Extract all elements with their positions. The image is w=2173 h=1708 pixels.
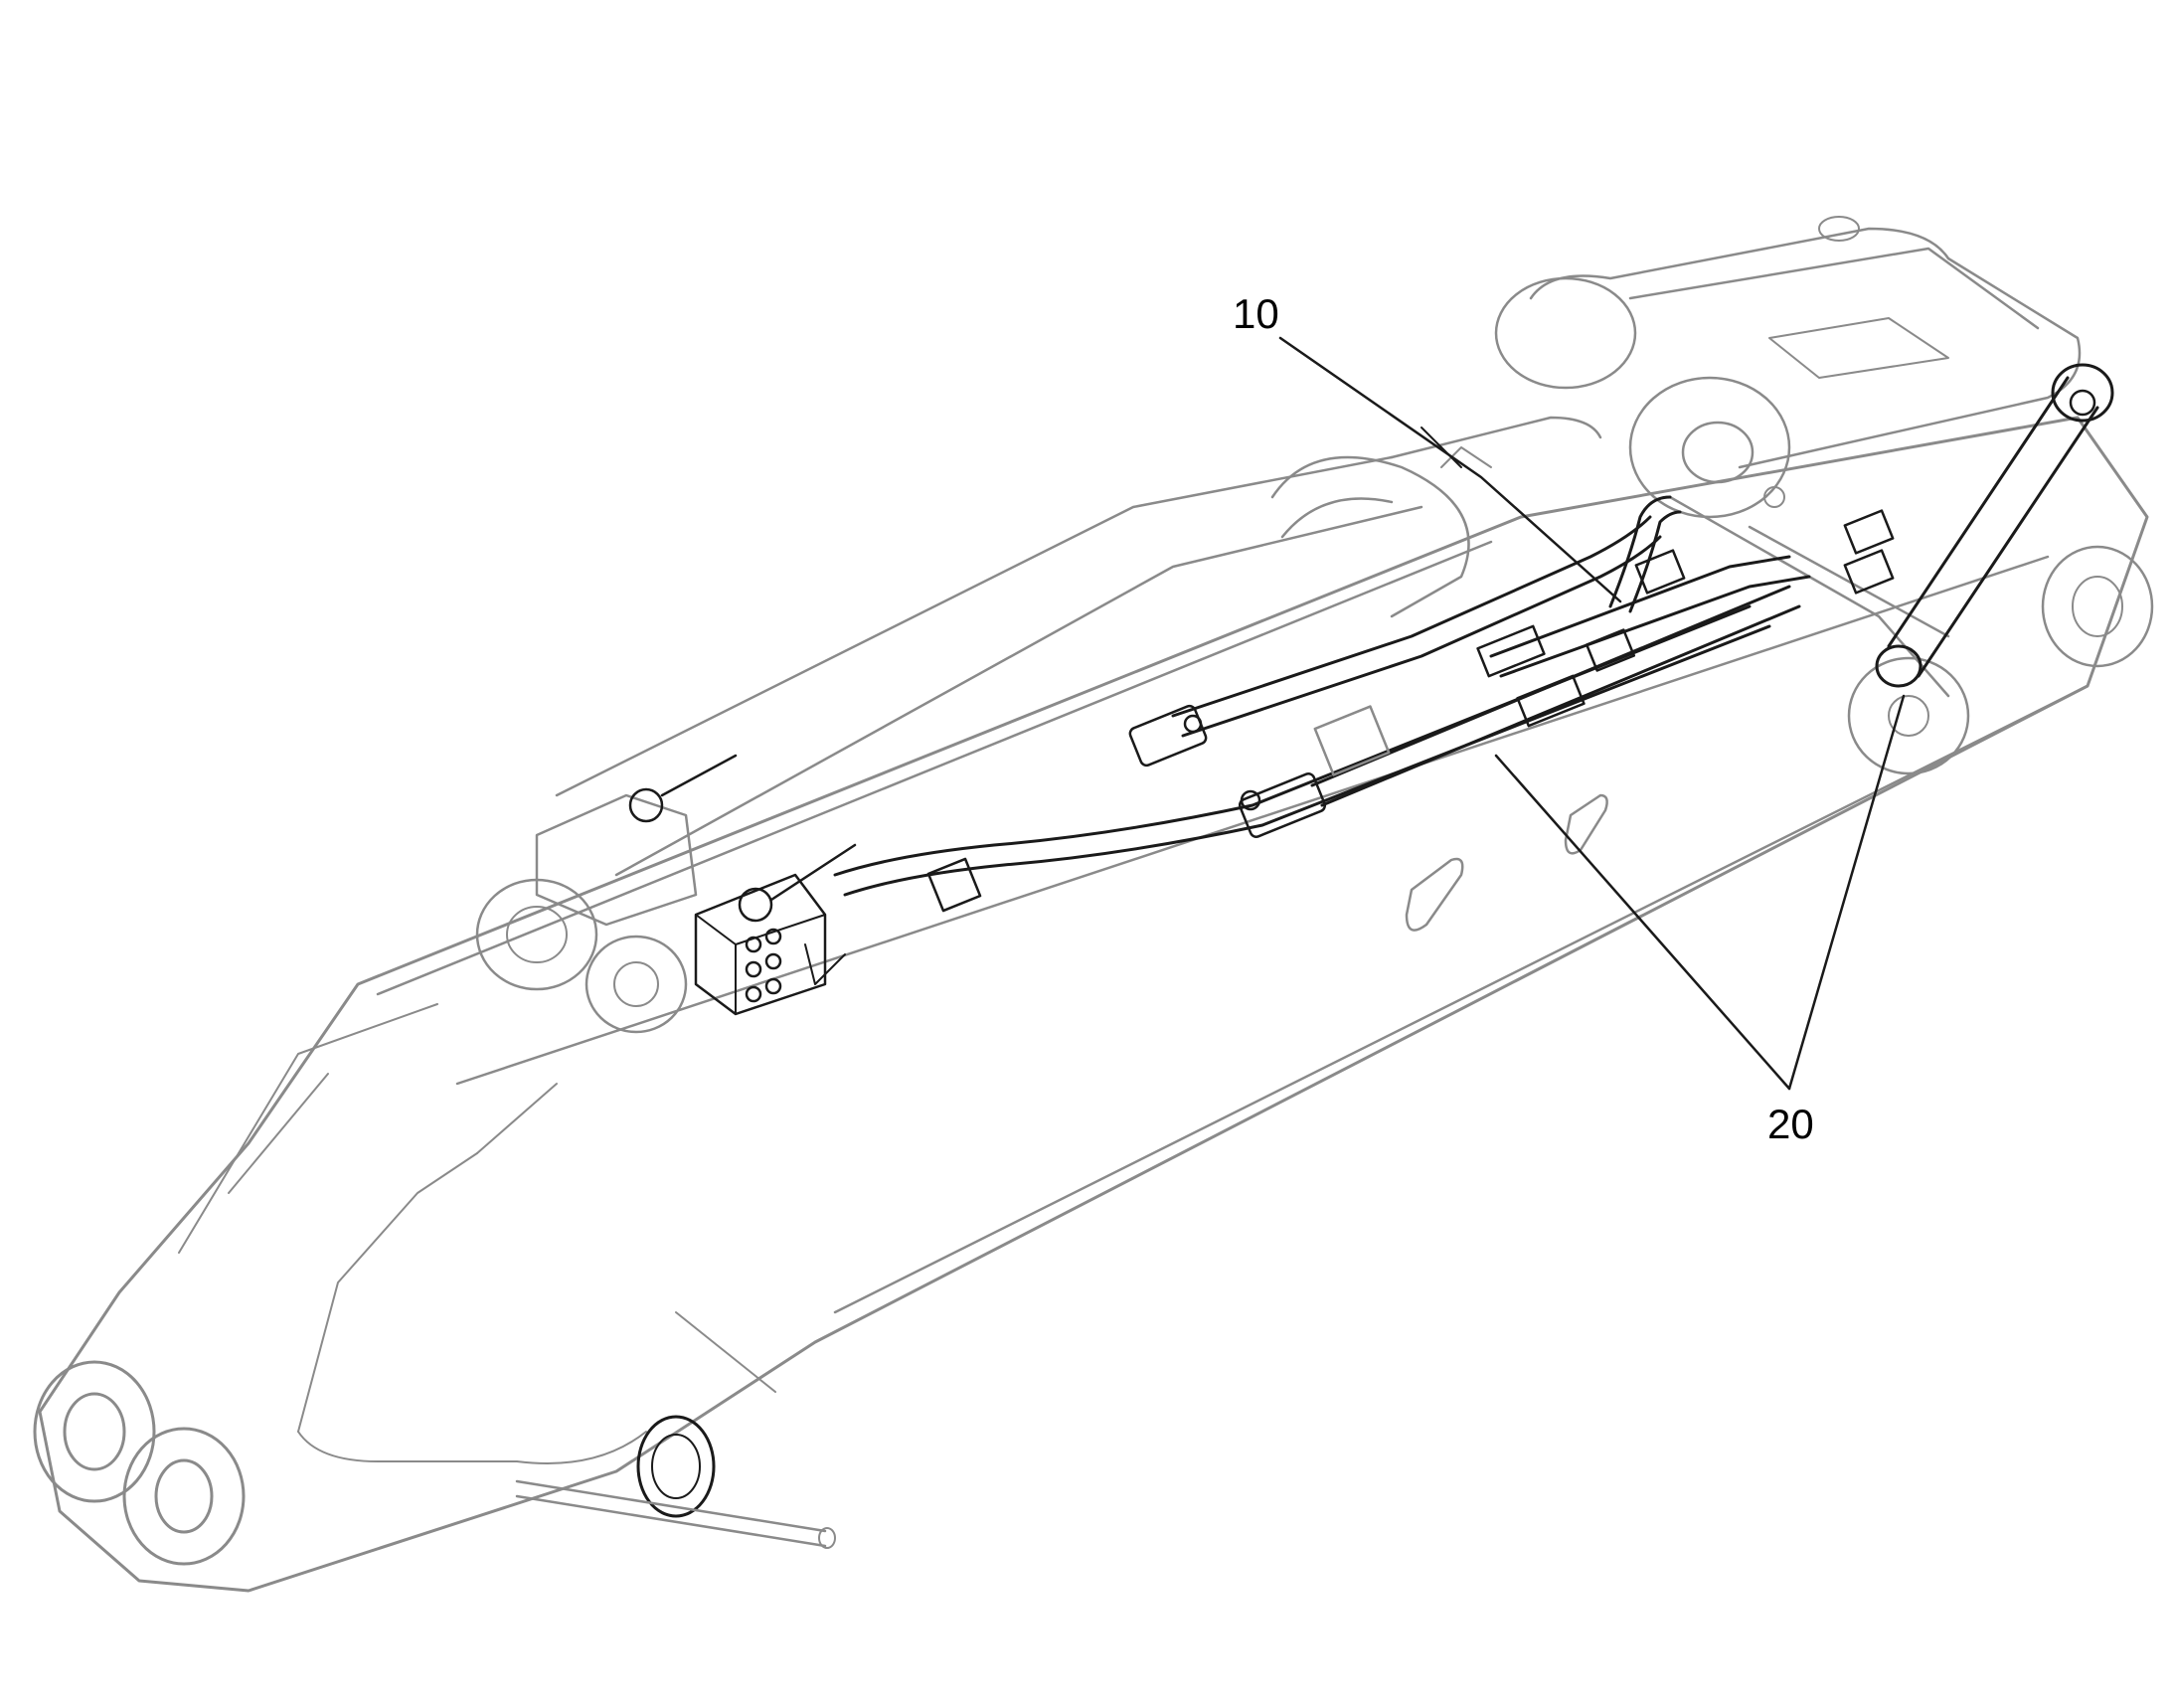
lower-bushing	[515, 1415, 836, 1549]
cylinder-base-fittings	[475, 754, 738, 1034]
valve-block	[694, 843, 857, 1016]
leader-lines-20	[1494, 694, 1906, 1091]
hydraulic-hoses	[833, 495, 1895, 897]
front-pin-bosses	[33, 1360, 246, 1566]
callout-label-10: 10	[1233, 290, 1279, 337]
link-arm	[1875, 363, 2114, 688]
boom-body	[38, 416, 2149, 1593]
hydraulic-cylinder	[555, 416, 1602, 877]
rear-linkage	[1494, 216, 2154, 775]
side-slots	[1405, 793, 1608, 932]
callout-label-20: 20	[1767, 1101, 1814, 1147]
leader-line-10	[1278, 336, 1622, 603]
hose-clamps	[926, 549, 1686, 913]
